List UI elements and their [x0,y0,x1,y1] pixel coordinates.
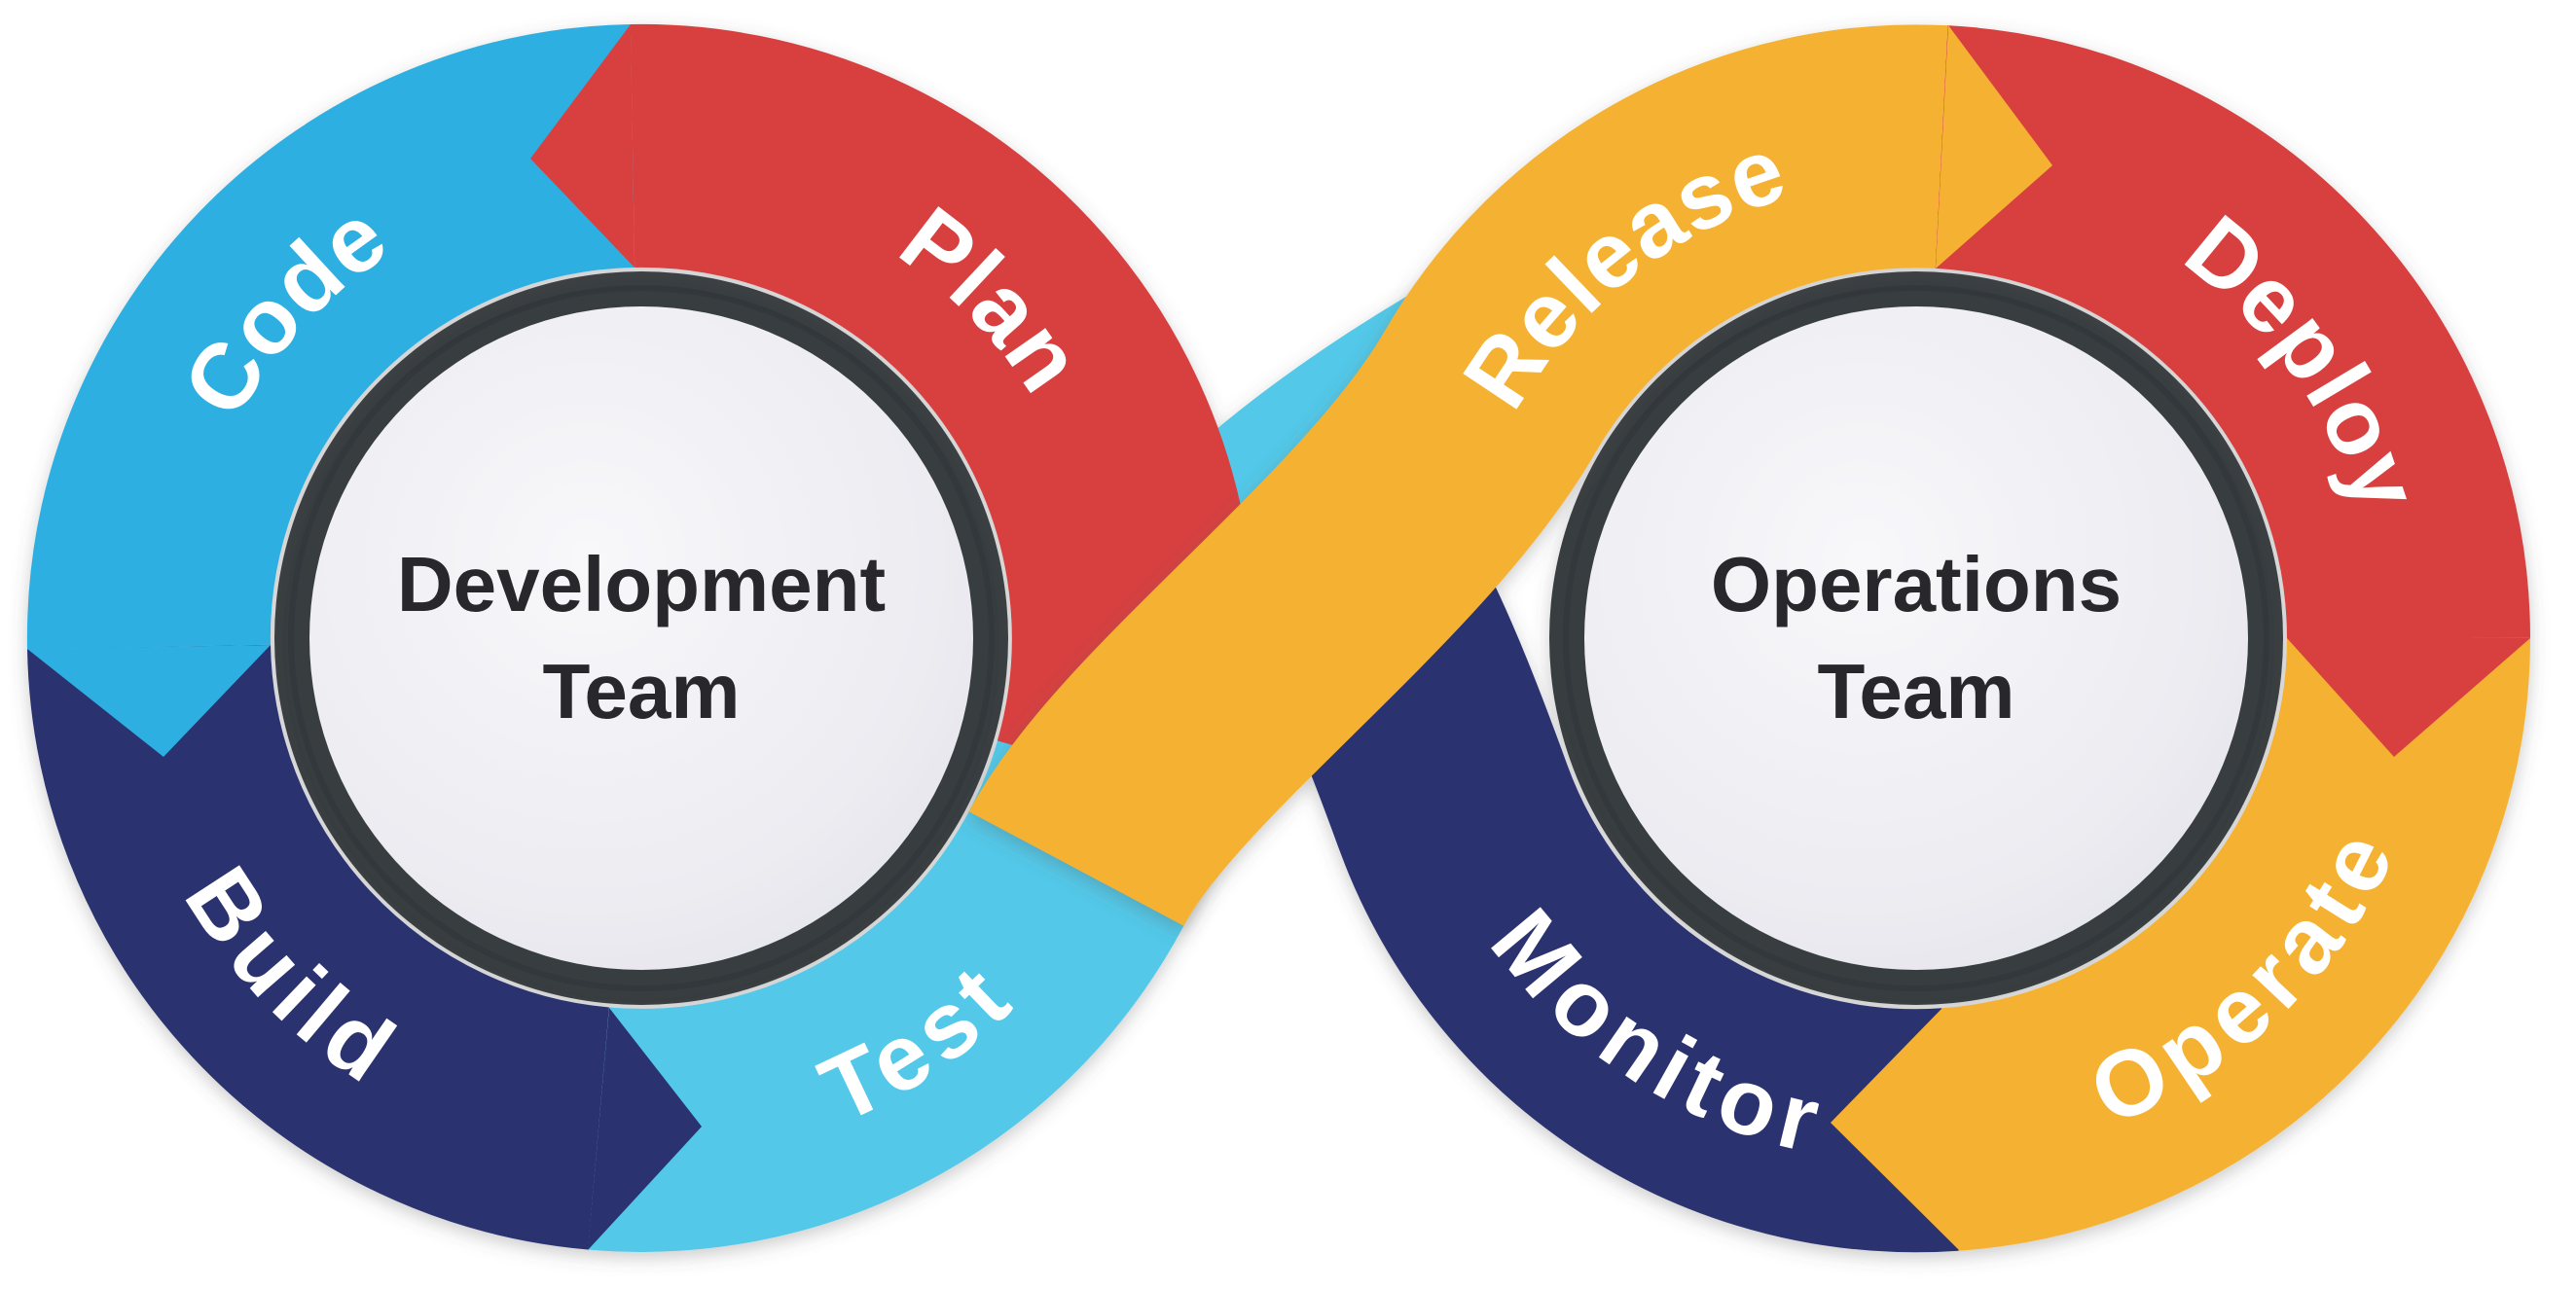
arrow-operate-to-monitor [1831,1008,1959,1250]
operations-hub [1549,271,2283,1005]
development-hub-face [309,306,973,970]
arrow-deploy-to-operate [2287,638,2530,757]
arrow-build-to-test [588,1008,702,1250]
segment-code [26,24,636,650]
operations-hub-ring-detail [1563,285,2269,991]
arrow-code-to-build [27,645,271,757]
arrow-plan-to-code [530,24,635,268]
operations-hub-title-line1: Operations [1711,541,2122,627]
operations-hub-face [1584,306,2248,970]
development-hub-ring-detail [288,285,995,991]
hub-captions: Development Team Operations Team [397,541,2122,734]
arrow-release-to-deploy [1936,25,2052,269]
segment-release [968,24,1948,929]
development-hub-title-line2: Team [542,648,740,734]
operations-loop [968,24,2530,1253]
development-hub-title-line1: Development [397,541,886,627]
operations-hub-title-line2: Team [1817,648,2014,734]
development-hub [274,271,1008,1005]
